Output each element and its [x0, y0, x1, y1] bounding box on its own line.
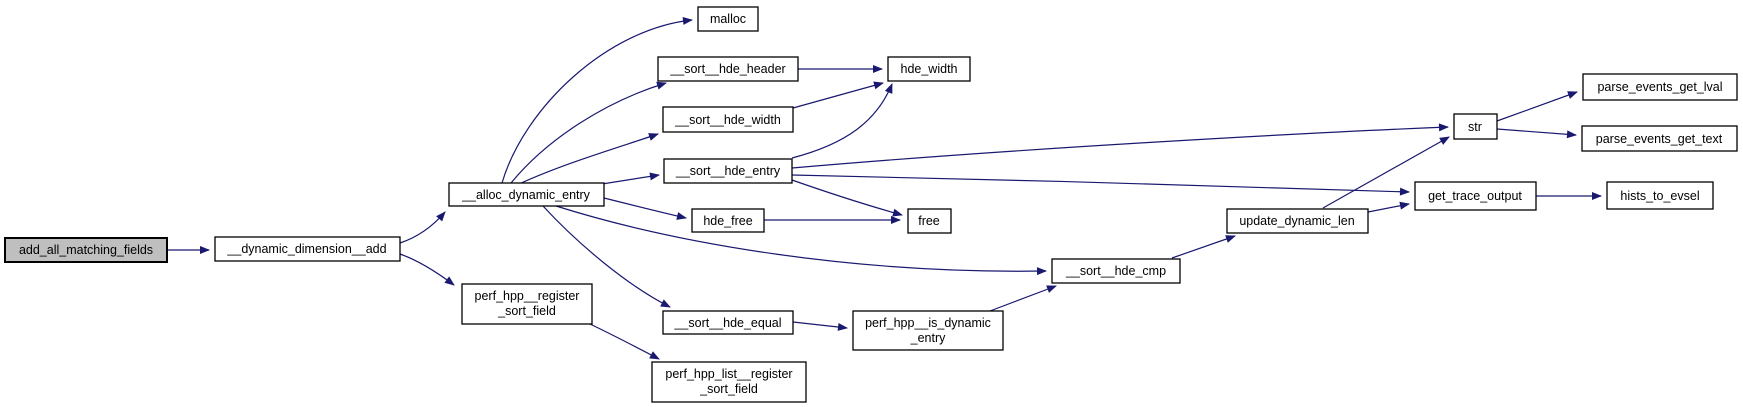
node-perf-hpp-register-sort-field[interactable]: perf_hpp__register _sort_field	[461, 283, 593, 325]
edge-alloc_dynamic_entry-to-sort_hde_equal	[542, 205, 671, 308]
node-box	[1051, 258, 1181, 284]
node-sort-hde-header[interactable]: __sort__hde_header	[657, 56, 799, 82]
node-box	[852, 310, 1004, 351]
node-sort-hde-entry[interactable]: __sort__hde_entry	[663, 158, 793, 184]
node-hists-to-evsel[interactable]: hists_to_evsel	[1606, 181, 1714, 210]
node-box	[662, 106, 794, 133]
node-get-trace-output[interactable]: get_trace_output	[1414, 181, 1537, 211]
node-label: get_trace_output	[1428, 189, 1522, 203]
edge-alloc_dynamic_entry-to-sort_hde_header	[510, 81, 667, 184]
edge-sort_hde_entry-to-free	[791, 179, 903, 217]
node-label-line2: _sort_field	[699, 382, 758, 396]
node-perf-hpp-list-register-sort-field[interactable]: perf_hpp_list__register _sort_field	[651, 361, 807, 403]
node-box	[214, 236, 401, 262]
node-box	[1606, 181, 1714, 210]
edge-sort_hde_entry-to-get_trace_output	[791, 174, 1410, 196]
node-label: hists_to_evsel	[1620, 189, 1699, 203]
node-str[interactable]: str	[1453, 113, 1498, 140]
edge-perf_hpp_is_dynamic_entry-to-sort_hde_cmp	[989, 285, 1057, 312]
node-add-all-matching-fields[interactable]: add_all_matching_fields	[4, 237, 168, 263]
node-box	[663, 158, 793, 184]
edge-perf_hpp_register_sort_field-to-perf_hpp_list_register_sort_field	[589, 323, 660, 360]
node-label: parse_events_get_lval	[1597, 80, 1722, 94]
node-box	[691, 208, 765, 233]
node-label: __sort__hde_header	[669, 62, 785, 76]
edge-update_dynamic_len-to-get_trace_output	[1367, 201, 1410, 213]
node-parse-events-get-lval[interactable]: parse_events_get_lval	[1582, 73, 1738, 101]
node-label: str	[1468, 120, 1482, 134]
node-label: __alloc_dynamic_entry	[461, 188, 591, 202]
node-box	[657, 56, 799, 82]
node-label: __sort__hde_equal	[673, 316, 781, 330]
edge-sort_hde_entry-to-str	[791, 123, 1449, 169]
node-label: __sort__hde_width	[674, 113, 781, 127]
node-sort-hde-cmp[interactable]: __sort__hde_cmp	[1051, 258, 1181, 284]
node-label-line2: _sort_field	[497, 304, 556, 318]
node-box	[1582, 73, 1738, 101]
edge-alloc_dynamic_entry-to-hde_free	[603, 197, 687, 220]
node-box	[651, 361, 807, 403]
edge-sort_hde_width-to-hde_width	[792, 81, 884, 109]
node-box	[1414, 181, 1537, 211]
node-label-line1: perf_hpp__register	[475, 289, 580, 303]
node-box	[448, 182, 605, 207]
edge-alloc_dynamic_entry-to-sort_hde_width	[518, 133, 659, 185]
node-dynamic-dimension-add[interactable]: __dynamic_dimension__add	[214, 236, 401, 262]
node-update-dynamic-len[interactable]: update_dynamic_len	[1226, 208, 1369, 234]
nodes: add_all_matching_fields __dynamic_dimens…	[4, 6, 1738, 403]
edge-dynamic_dimension_add-to-alloc_dynamic_entry	[399, 211, 446, 244]
node-label: __sort__hde_cmp	[1065, 264, 1166, 278]
edge-sort_hde_equal-to-perf_hpp_is_dynamic_entry	[792, 321, 848, 331]
node-label-line1: perf_hpp_list__register	[665, 367, 792, 381]
node-box	[662, 310, 794, 335]
node-box	[1226, 208, 1369, 234]
node-label: parse_events_get_text	[1596, 132, 1723, 146]
node-label: hde_width	[901, 62, 958, 76]
node-free[interactable]: free	[907, 208, 952, 234]
edge-str-to-parse_events_get_lval	[1496, 91, 1578, 122]
node-sort-hde-width[interactable]: __sort__hde_width	[662, 106, 794, 133]
node-hde-width[interactable]: hde_width	[887, 56, 971, 82]
node-box	[697, 6, 759, 32]
edges	[167, 16, 1602, 360]
node-parse-events-get-text[interactable]: parse_events_get_text	[1581, 125, 1738, 152]
edge-dynamic_dimension_add-to-perf_hpp_register_sort_field	[399, 253, 455, 286]
node-label: hde_free	[703, 214, 752, 228]
node-sort-hde-equal[interactable]: __sort__hde_equal	[662, 310, 794, 335]
node-box	[1581, 125, 1738, 152]
node-label: __dynamic_dimension__add	[226, 242, 386, 256]
edge-update_dynamic_len-to-str	[1322, 136, 1450, 209]
node-label-line1: perf_hpp__is_dynamic	[865, 316, 991, 330]
node-box	[907, 208, 952, 234]
node-alloc-dynamic-entry[interactable]: __alloc_dynamic_entry	[448, 182, 605, 207]
edge-alloc_dynamic_entry-to-malloc	[501, 16, 693, 184]
edge-alloc_dynamic_entry-to-sort_hde_cmp	[555, 205, 1047, 276]
node-box	[1453, 113, 1498, 140]
edge-str-to-parse_events_get_text	[1496, 128, 1577, 139]
node-label: update_dynamic_len	[1239, 214, 1354, 228]
edge-alloc_dynamic_entry-to-sort_hde_entry	[601, 172, 660, 185]
node-box	[461, 283, 593, 325]
node-label: malloc	[710, 12, 746, 26]
node-malloc[interactable]: malloc	[697, 6, 759, 32]
node-hde-free[interactable]: hde_free	[691, 208, 765, 233]
node-box	[887, 56, 971, 82]
node-box	[4, 237, 168, 263]
edge-sort_hde_cmp-to-update_dynamic_len	[1171, 235, 1236, 259]
node-label: free	[918, 214, 940, 228]
node-perf-hpp-is-dynamic-entry[interactable]: perf_hpp__is_dynamic _entry	[852, 310, 1004, 351]
node-label-line2: _entry	[910, 331, 946, 345]
node-label: __sort__hde_entry	[675, 164, 781, 178]
node-label: add_all_matching_fields	[19, 243, 153, 257]
edge-sort_hde_entry-to-hde_width	[791, 83, 893, 159]
